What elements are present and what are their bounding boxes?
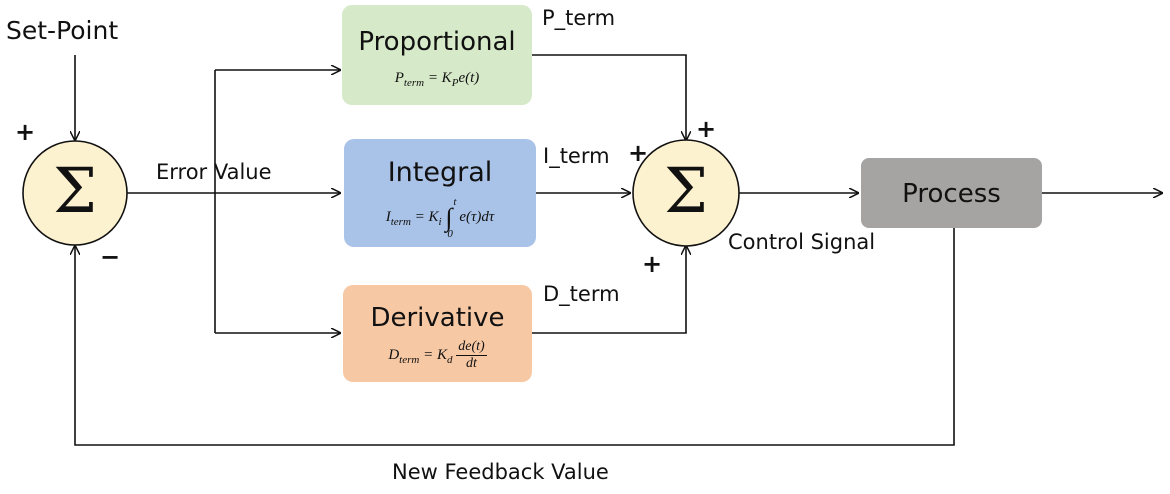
integral-title: Integral xyxy=(387,157,493,188)
derivative-block: Derivative Dterm = Kd de(t)dt xyxy=(343,285,532,382)
feedback-label: New Feedback Value xyxy=(392,460,609,484)
derivative-formula: Dterm = Kd de(t)dt xyxy=(388,339,487,371)
right-summer xyxy=(632,139,740,247)
left-summer xyxy=(22,140,128,246)
right-plus-top-sign: + xyxy=(696,115,717,143)
error-value-label: Error Value xyxy=(156,160,272,184)
p-term-line xyxy=(532,54,686,140)
control-signal-label: Control Signal xyxy=(728,230,876,254)
right-plus-left-sign: + xyxy=(628,139,649,167)
right-plus-bottom-sign: + xyxy=(642,250,663,278)
process-title: Process xyxy=(902,179,1001,209)
d-term-label: D_term xyxy=(543,282,620,306)
i-term-label: I_term xyxy=(543,144,610,168)
integral-formula: Iterm = Ki ∫ t 0 e(τ)dτ xyxy=(385,195,495,240)
set-point-label: Set-Point xyxy=(6,16,119,45)
right-summer-symbol: Σ xyxy=(664,154,708,227)
d-term-line xyxy=(532,246,686,334)
proportional-formula: Pterm = KPe(t) xyxy=(394,70,480,89)
left-summer-symbol: Σ xyxy=(53,154,97,227)
process-block: Process xyxy=(861,158,1042,228)
left-plus-sign: + xyxy=(15,118,36,146)
left-minus-sign: − xyxy=(100,243,121,271)
integral-block: Integral Iterm = Ki ∫ t 0 e(τ)dτ xyxy=(344,139,536,247)
feedback-line xyxy=(75,228,955,446)
proportional-block: Proportional Pterm = KPe(t) xyxy=(342,5,532,105)
proportional-title: Proportional xyxy=(358,27,516,57)
derivative-title: Derivative xyxy=(370,303,505,333)
p-term-label: P_term xyxy=(542,6,616,30)
